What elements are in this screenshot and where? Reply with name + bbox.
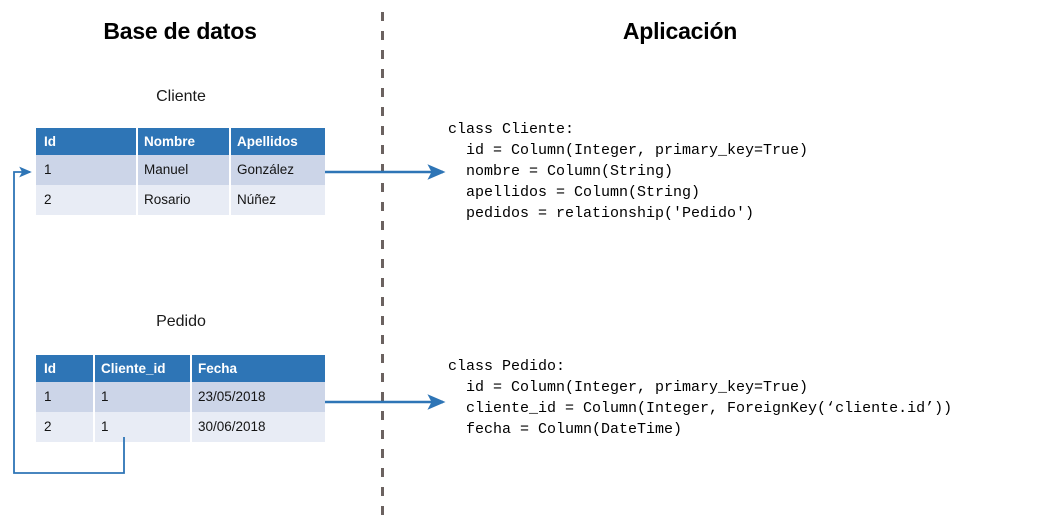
cell-cliente-id: 1 bbox=[93, 412, 190, 442]
cell-id: 1 bbox=[36, 155, 136, 185]
table-row: 2 1 30/06/2018 bbox=[36, 412, 325, 442]
column-header-fecha: Fecha bbox=[190, 355, 325, 382]
cell-fecha: 23/05/2018 bbox=[190, 382, 325, 412]
code-block-cliente-model: class Cliente: id = Column(Integer, prim… bbox=[448, 121, 809, 222]
cell-id: 2 bbox=[36, 412, 93, 442]
cell-fecha: 30/06/2018 bbox=[190, 412, 325, 442]
cell-id: 2 bbox=[36, 185, 136, 215]
table-header-row: Id Cliente_id Fecha bbox=[36, 355, 325, 382]
column-header-cliente-id: Cliente_id bbox=[93, 355, 190, 382]
cell-apellidos: Núñez bbox=[229, 185, 325, 215]
column-header-apellidos: Apellidos bbox=[229, 128, 325, 155]
table-row: 2 Rosario Núñez bbox=[36, 185, 325, 215]
column-header-id: Id bbox=[36, 128, 136, 155]
column-header-id: Id bbox=[36, 355, 93, 382]
table-row: 1 Manuel González bbox=[36, 155, 325, 185]
cell-nombre: Manuel bbox=[136, 155, 229, 185]
table-cliente: Id Nombre Apellidos 1 Manuel González 2 … bbox=[36, 128, 325, 215]
cell-apellidos: González bbox=[229, 155, 325, 185]
table-header-row: Id Nombre Apellidos bbox=[36, 128, 325, 155]
table-caption-cliente: Cliente bbox=[156, 88, 206, 105]
page-title-application: Aplicación bbox=[622, 18, 738, 44]
cell-cliente-id: 1 bbox=[93, 382, 190, 412]
column-header-nombre: Nombre bbox=[136, 128, 229, 155]
cell-id: 1 bbox=[36, 382, 93, 412]
vertical-dashed-divider bbox=[381, 12, 384, 520]
table-row: 1 1 23/05/2018 bbox=[36, 382, 325, 412]
table-caption-pedido: Pedido bbox=[156, 313, 206, 330]
code-block-pedido-model: class Pedido: id = Column(Integer, prima… bbox=[448, 358, 953, 438]
page-title-database: Base de datos bbox=[103, 18, 257, 44]
table-pedido: Id Cliente_id Fecha 1 1 23/05/2018 2 1 3… bbox=[36, 355, 325, 442]
cell-nombre: Rosario bbox=[136, 185, 229, 215]
